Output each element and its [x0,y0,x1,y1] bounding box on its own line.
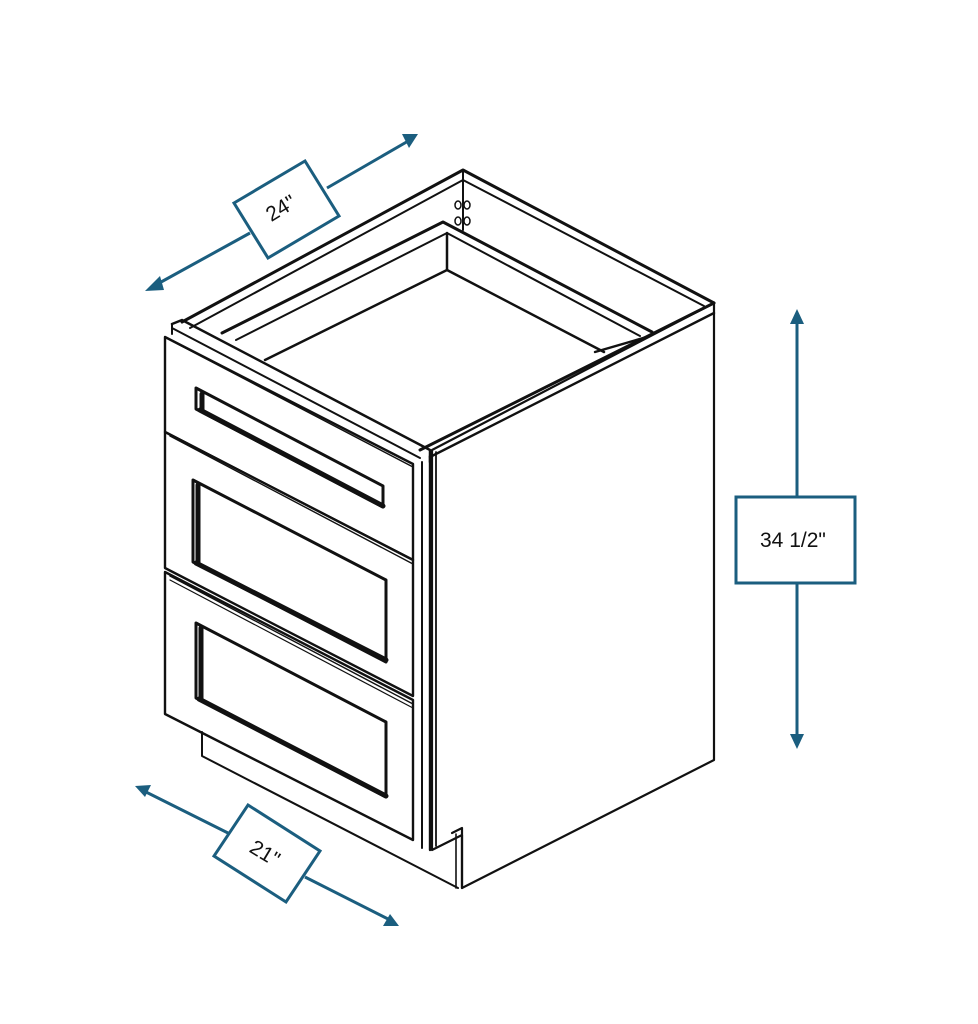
cabinet-side-panel [430,301,716,890]
drawer-middle[interactable] [163,430,415,698]
depth-dimension-line [135,785,399,926]
cabinet-face-frame [170,318,437,852]
height-label: 34 1/2" [760,529,826,552]
height-dimension-line [734,309,857,749]
cabinet-top-frame [180,168,716,459]
toe-kick [201,731,464,890]
width-dimension-line [145,134,418,291]
drawer-bottom[interactable] [163,570,415,842]
shelf-pin-holes [454,200,471,226]
